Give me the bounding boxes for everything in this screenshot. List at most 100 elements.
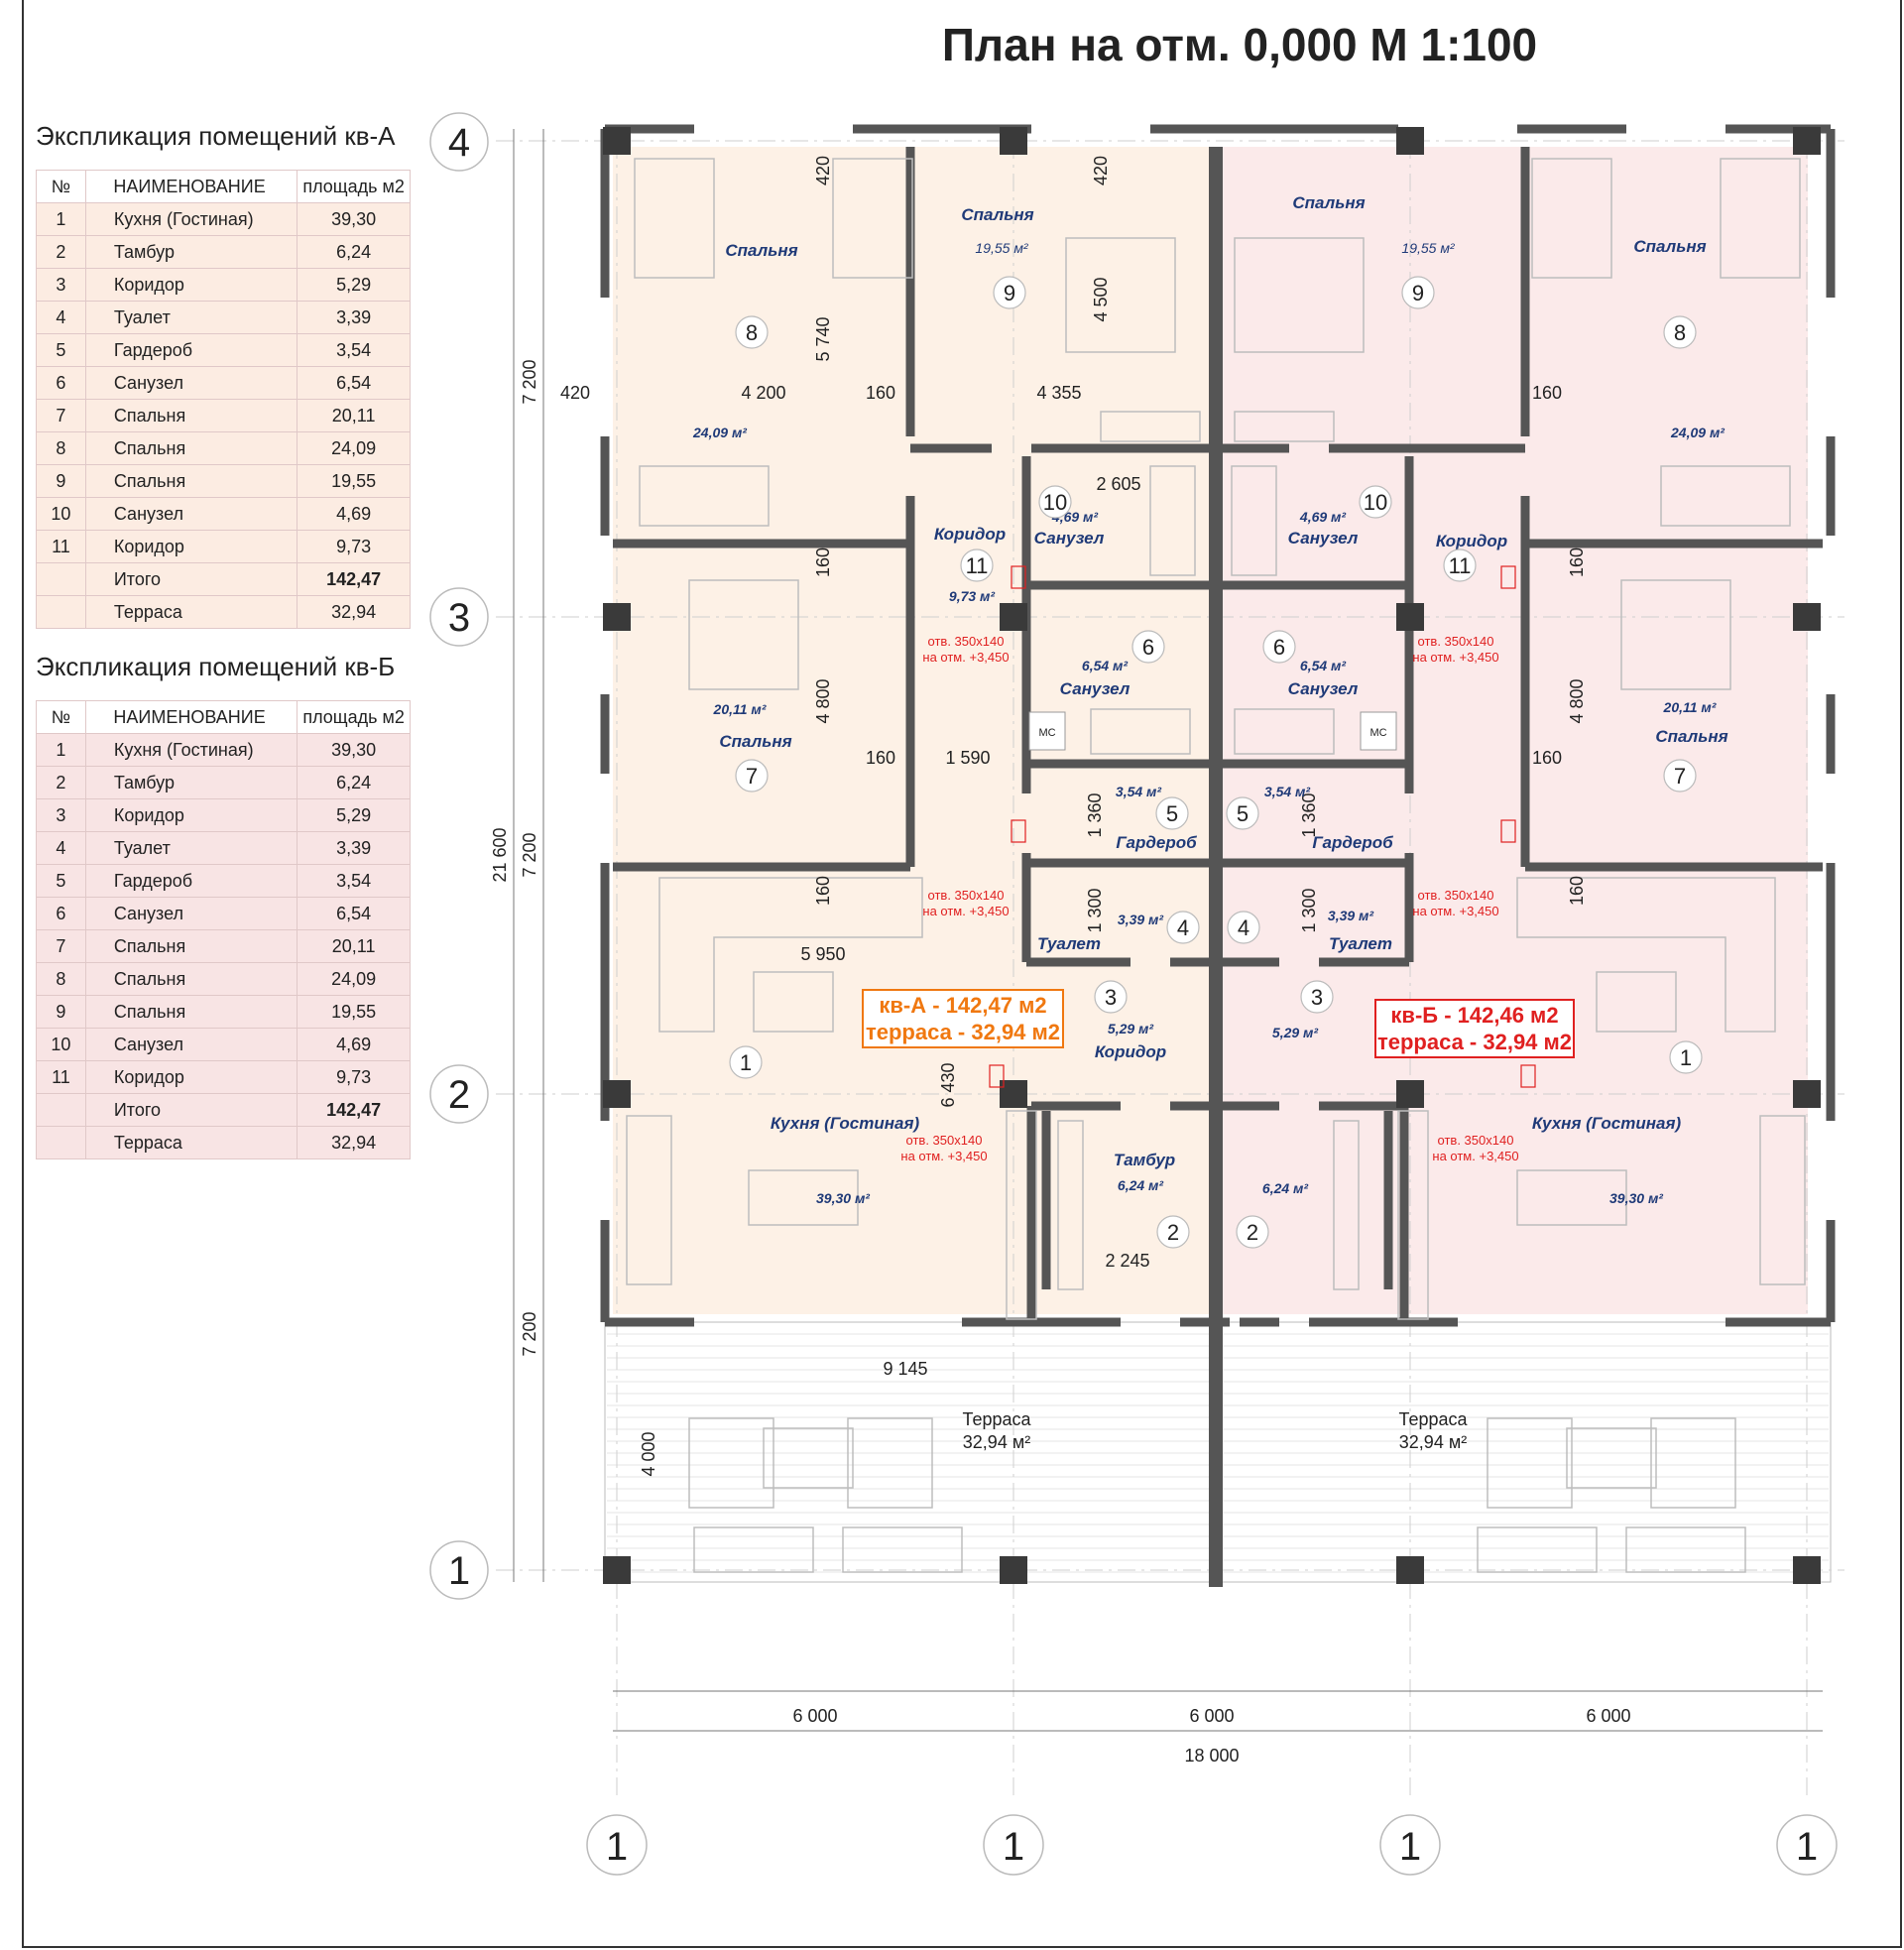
room-number: 6	[1273, 635, 1285, 660]
room-number-bubble	[960, 548, 994, 582]
room-number: 7	[746, 764, 758, 789]
col-header-num: №	[36, 700, 86, 734]
dim-left-7200: 7 200	[520, 832, 539, 877]
column	[603, 1556, 631, 1584]
opening-note-line2: на отм. +3,450	[1412, 904, 1498, 918]
room-name: Кухня (Гостиная)	[771, 1114, 920, 1133]
cell-name: Спальня	[84, 962, 298, 996]
dim-4200: 4 200	[741, 383, 785, 403]
dim-1360: 1 360	[1299, 792, 1319, 837]
room-number: 2	[1247, 1220, 1258, 1245]
column	[1396, 1556, 1424, 1584]
column	[1000, 127, 1027, 155]
cell-num: 8	[36, 962, 86, 996]
axis-bubble-col	[586, 1814, 648, 1876]
opening-note-line2: на отм. +3,450	[922, 904, 1009, 918]
axis-label-4: 4	[448, 121, 470, 165]
dim-6430: 6 430	[938, 1062, 958, 1107]
room-area: 24,09 м²	[1670, 425, 1725, 440]
room-number: 1	[1680, 1045, 1692, 1070]
furniture	[626, 158, 1806, 1573]
room-area: 39,30 м²	[816, 1190, 870, 1206]
room-number-bubble	[735, 759, 769, 792]
opening-note-line2: на отм. +3,450	[1412, 650, 1498, 665]
mc-label: МС	[1369, 727, 1386, 739]
cell-num: 4	[36, 301, 86, 334]
cell-name: Итого	[84, 562, 298, 596]
room-number-bubble	[1300, 980, 1334, 1014]
room-number-bubble	[1155, 796, 1189, 830]
dim-2245: 2 245	[1105, 1251, 1149, 1271]
room-number: 8	[746, 320, 758, 345]
cell-area: 5,29	[297, 798, 411, 832]
room-name: Спальня	[1633, 237, 1706, 256]
apartment-b-summary: кв-Б - 142,46 м2 терраса - 32,94 м2	[1374, 999, 1575, 1058]
dim-5950: 5 950	[800, 944, 845, 964]
room-number: 4	[1238, 915, 1250, 940]
room-name: Коридор	[1436, 532, 1507, 550]
room-number: 7	[1674, 764, 1686, 789]
column	[603, 603, 631, 631]
table-a-caption: Экспликация помещений кв-А	[36, 121, 396, 151]
apartment-b-fill	[1222, 147, 1808, 1314]
room-number-bubble	[735, 315, 769, 349]
cell-name: Санузел	[84, 497, 298, 531]
cell-num: 10	[36, 1028, 86, 1061]
room-area: 6,54 м²	[1082, 658, 1128, 673]
cell-area: 4,69	[297, 1028, 411, 1061]
col-header-num: №	[36, 170, 86, 203]
terrace-name: Терраса	[1398, 1409, 1468, 1429]
mc-label: МС	[1038, 727, 1055, 739]
dim-left-21600: 21 600	[490, 827, 510, 882]
terrace-name: Терраса	[962, 1409, 1031, 1429]
axis-col-label: 1	[1399, 1825, 1421, 1869]
room-number: 2	[1167, 1220, 1179, 1245]
opening-marker	[989, 1064, 1005, 1088]
axis-bubble-col	[1379, 1814, 1441, 1876]
column	[1000, 1556, 1027, 1584]
room-number: 1	[740, 1050, 752, 1075]
room-area: 19,55 м²	[1401, 240, 1456, 256]
dim-5740: 5 740	[813, 316, 833, 361]
col-header-name: НАИМЕНОВАНИЕ	[84, 700, 298, 734]
dim-bottom-6000: 6 000	[1586, 1706, 1630, 1726]
dim-160: 160	[813, 548, 833, 577]
table-header-row: № НАИМЕНОВАНИЕ площадь м2	[36, 700, 411, 734]
dim-160: 160	[813, 876, 833, 906]
cell-name: Спальня	[84, 431, 298, 465]
room-number: 11	[1449, 553, 1472, 578]
room-number: 10	[1043, 490, 1067, 515]
room-number: 9	[1412, 281, 1424, 305]
room-number-bubble	[1131, 630, 1165, 664]
room-name: Санузел	[1288, 529, 1359, 548]
cell-num: 3	[36, 268, 86, 302]
dim-1590: 1 590	[945, 748, 990, 768]
room-name: Кухня (Гостиная)	[1532, 1114, 1682, 1133]
cell-area: 32,94	[297, 1126, 411, 1159]
dim-2605: 2 605	[1096, 474, 1140, 494]
opening-marker	[1011, 565, 1026, 589]
cell-area: 19,55	[297, 995, 411, 1029]
cell-name: Итого	[84, 1093, 298, 1127]
cell-name: Кухня (Гостиная)	[84, 733, 298, 767]
cell-area: 142,47	[297, 1093, 411, 1127]
column	[603, 127, 631, 155]
cell-area: 32,94	[297, 595, 411, 629]
column	[1793, 1556, 1821, 1584]
room-name: Туалет	[1037, 934, 1101, 953]
room-number-bubble	[993, 276, 1026, 309]
dim-1300: 1 300	[1085, 888, 1105, 932]
room-number-bubble	[1401, 276, 1435, 309]
room-area: 6,54 м²	[1300, 658, 1346, 673]
axis-bubble-col	[1776, 1814, 1838, 1876]
